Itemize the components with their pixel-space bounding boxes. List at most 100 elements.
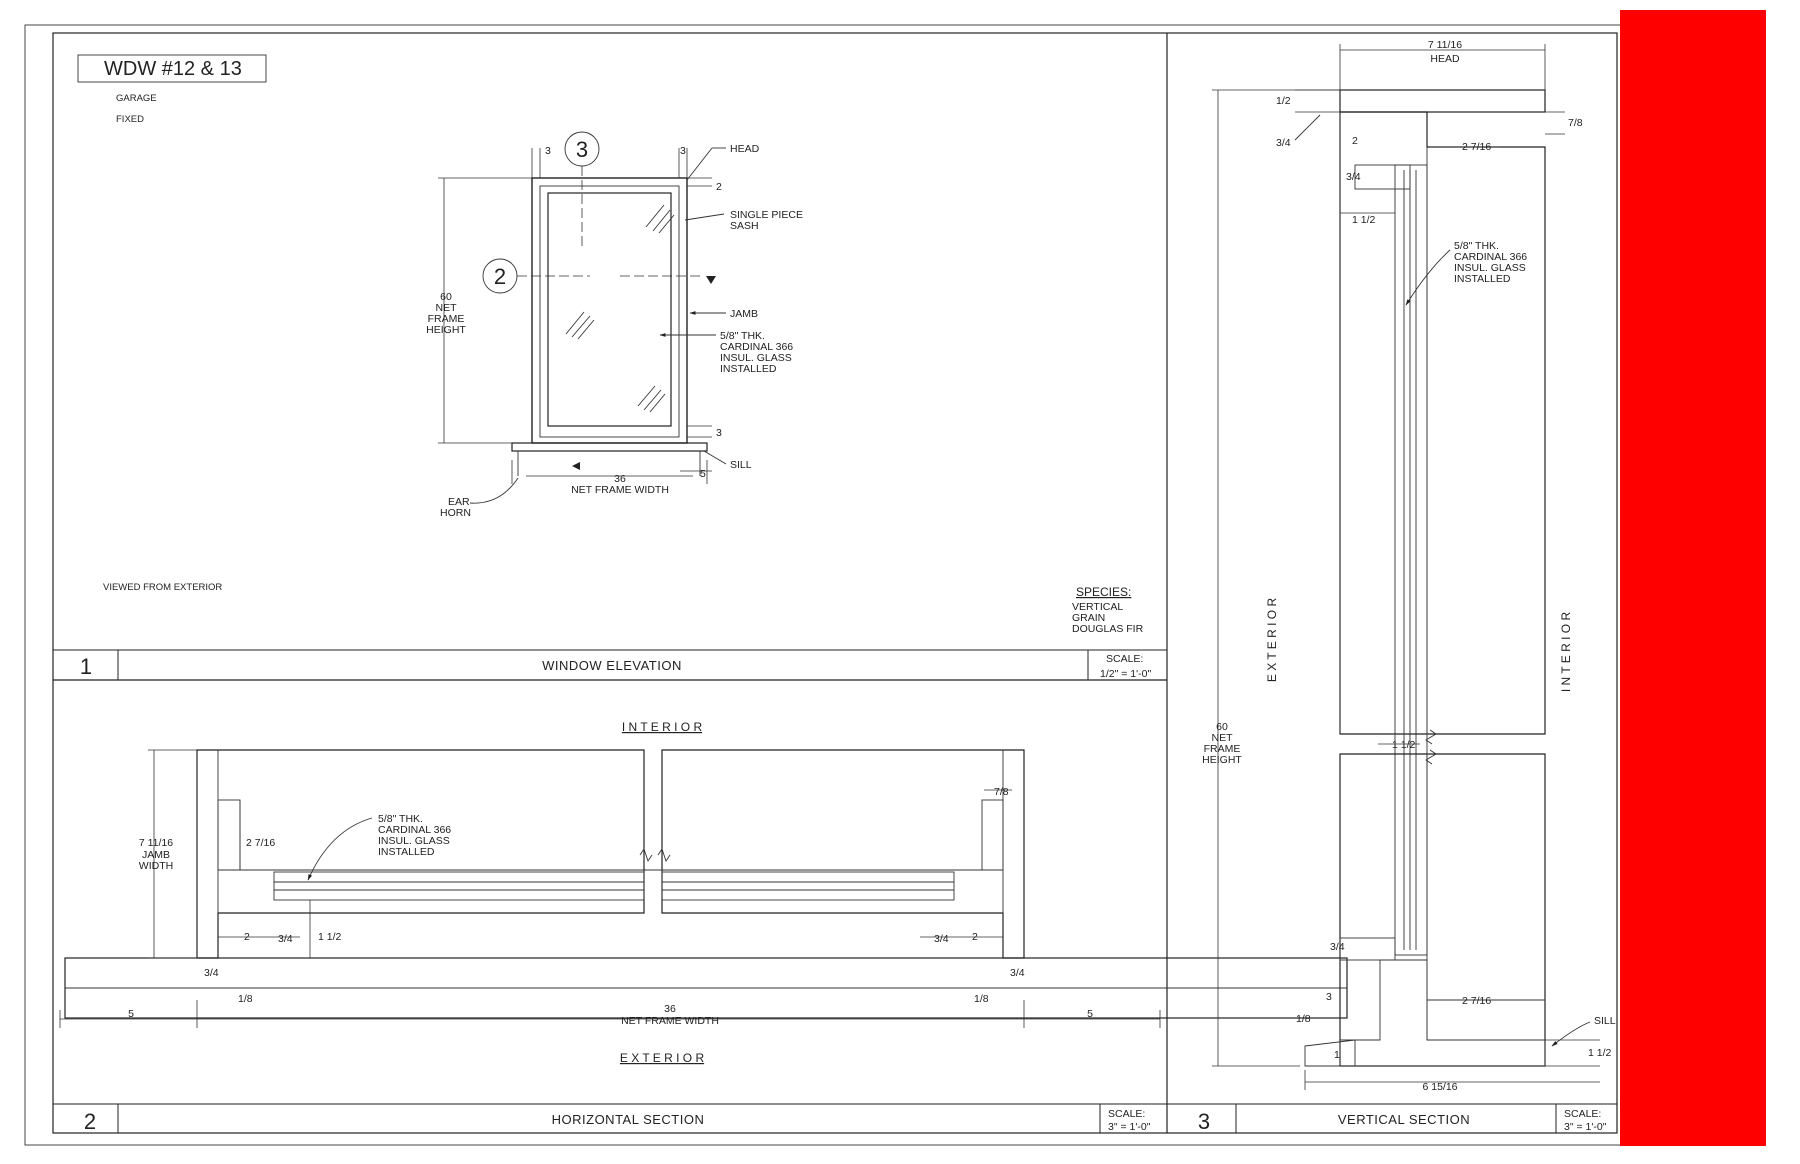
detail-1-scale-value: 1/2" = 1'-0" (1100, 668, 1151, 680)
glass-reflection-marks (565, 204, 675, 413)
dim-height-net: NET (436, 302, 458, 314)
exterior-label-v: E X T E R I O R (1265, 598, 1279, 683)
glass-callout-h-1: 5/8" THK. (378, 813, 423, 825)
callout-horn: HORN (440, 507, 471, 519)
dim-v-height-frame: FRAME (1204, 743, 1241, 755)
detail-2-scale-label: SCALE: (1108, 1108, 1145, 1120)
glass-callout-h-4: INSTALLED (378, 846, 435, 858)
dim-height-frame: FRAME (428, 313, 465, 325)
dim-overall-right: 5 (1087, 1008, 1093, 1020)
callout-sash-1: SINGLE PIECE (730, 209, 803, 221)
jamb-upper (1339, 111, 1546, 735)
dim-sill-a: 3 (1326, 991, 1332, 1003)
detail-3-number: 3 (1198, 1109, 1210, 1134)
dim-head-top-left: 3 (545, 145, 551, 157)
window-location: GARAGE (116, 93, 157, 104)
dim-height-height: HEIGHT (426, 324, 466, 336)
view-note: VIEWED FROM EXTERIOR (103, 582, 222, 593)
dim-width-36: 36 (614, 473, 626, 485)
detail-2-number: 2 (84, 1109, 96, 1134)
detail-3-scale-value: 3" = 1'-0" (1564, 1121, 1607, 1133)
outer-border (24, 24, 1626, 1146)
dim-right-top: 7/8 (994, 786, 1009, 798)
dim-sill-right: 1 1/2 (1588, 1047, 1612, 1059)
dim-head-left-b: 3/4 (1276, 137, 1291, 149)
callout-glass-4: INSTALLED (720, 363, 777, 375)
sash-vertical (1394, 164, 1428, 956)
dim-stop-depth: 2 7/16 (246, 837, 275, 849)
sash-left (273, 871, 645, 901)
dim-frame-left-b: 1/8 (238, 993, 253, 1005)
detail-2-title: HORIZONTAL SECTION (552, 1112, 705, 1127)
window-tag-box (77, 54, 267, 83)
dim-frame-right-b: 1/8 (974, 993, 989, 1005)
dim-sill-width: 6 15/16 (1422, 1081, 1457, 1093)
dim-sash-width: 1 1/2 (318, 931, 342, 943)
detail-2-horizontal-section: I N T E R I O R E X T E R I O R 7 11/16 … (53, 720, 1348, 1134)
callout-head: HEAD (730, 143, 760, 155)
species-line-3: DOUGLAS FIR (1072, 623, 1144, 635)
window-tag: WDW #12 & 13 (104, 58, 242, 80)
dim-overall-left: 5 (128, 1008, 134, 1020)
callout-glass-1: 5/8" THK. (720, 330, 765, 342)
dim-jamb-width-jamb: JAMB (142, 849, 170, 861)
dim-sill-b: 1 (1334, 1049, 1340, 1061)
dim-v-height-height: HEIGHT (1202, 754, 1242, 766)
dim-sill-inner: 2 7/16 (1462, 995, 1491, 1007)
head-block (1339, 89, 1546, 113)
callout-ear: EAR (448, 496, 470, 508)
detail-1-title: WINDOW ELEVATION (542, 658, 682, 673)
interior-label-h: I N T E R I O R (622, 720, 703, 734)
interior-label-v: I N T E R I O R (1559, 612, 1573, 693)
inner-border (52, 32, 1618, 1134)
dim-head-right: 7/8 (1568, 117, 1583, 129)
dim-head-width-label: HEAD (1430, 53, 1460, 65)
dim-sill-right: 3 (716, 427, 722, 439)
dim-sill-frac-b: 1/8 (1296, 1013, 1311, 1025)
dim-stop-left-frac: 3/4 (278, 933, 293, 945)
dim-v-height-net: NET (1212, 732, 1234, 744)
callout-glass-2: CARDINAL 366 (720, 341, 793, 353)
detail-1-window-elevation: WDW #12 & 13 GARAGE FIXED 3 2 60 NET FRA… (53, 54, 1167, 680)
window-sill (511, 442, 708, 452)
stop-left (217, 799, 241, 871)
dim-overall-width: 36 (664, 1003, 676, 1015)
callout-glass-3: INSUL. GLASS (720, 352, 792, 364)
glass-callout-v-4: INSTALLED (1454, 273, 1511, 285)
dim-overall-width-label: NET FRAME WIDTH (621, 1015, 719, 1027)
detail-3-title: VERTICAL SECTION (1338, 1112, 1470, 1127)
detail-1-number: 1 (80, 654, 92, 679)
species-line-1: VERTICAL (1072, 601, 1123, 613)
dim-jamb-width-width: WIDTH (139, 860, 173, 872)
dim-meeting: 1 1/2 (1392, 739, 1416, 751)
dim-sill-frac-a: 3/4 (1330, 941, 1345, 953)
dim-head-top-right: 3 (680, 145, 686, 157)
dim-frame-right-a: 3/4 (1010, 967, 1025, 979)
dim-head-left: 1/2 (1276, 95, 1291, 107)
callout-jamb: JAMB (730, 308, 758, 320)
dim-sash-side: 1 1/2 (1352, 214, 1376, 226)
dim-width-label: NET FRAME WIDTH (571, 484, 669, 496)
jamb-lower (1339, 753, 1546, 1067)
section-callout-3: 3 (576, 137, 588, 162)
head-stop (1354, 164, 1411, 190)
dim-jamb-width-value: 7 11/16 (139, 837, 173, 849)
window-type: FIXED (116, 114, 144, 125)
callout-sill: SILL (730, 459, 752, 471)
glass-callout-h-2: CARDINAL 366 (378, 824, 451, 836)
species-title: SPECIES: (1076, 585, 1131, 599)
dim-v-height-60: 60 (1216, 721, 1228, 733)
exterior-label-h: E X T E R I O R (620, 1051, 705, 1065)
detail-2-scale-value: 3" = 1'-0" (1108, 1121, 1151, 1133)
species-line-2: GRAIN (1072, 612, 1105, 624)
jamb-right (661, 749, 1025, 959)
detail-1-scale-label: SCALE: (1106, 653, 1143, 665)
sash-right (661, 871, 955, 901)
dim-sill-bottom: 5 (700, 468, 706, 480)
dim-frame-left-a: 3/4 (204, 967, 219, 979)
dim-head-inner: 2 7/16 (1462, 141, 1491, 153)
section-callout-2: 2 (494, 264, 506, 289)
dim-head-width: 7 11/16 (1428, 39, 1462, 51)
dim-head-stop: 2 (1352, 135, 1358, 147)
